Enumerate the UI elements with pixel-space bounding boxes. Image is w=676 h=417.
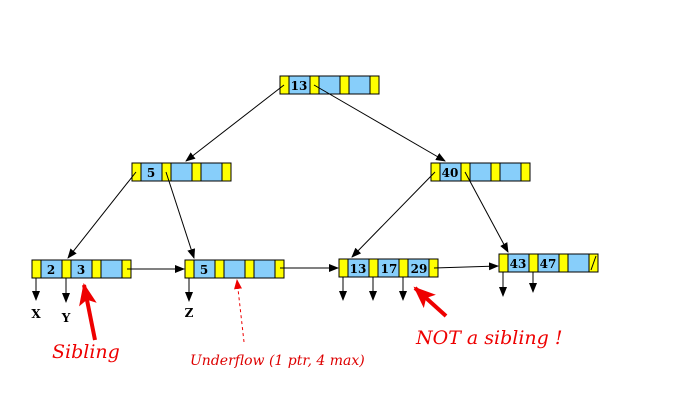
edge-root-to-right	[313, 84, 446, 162]
not-sibling-annotation: NOT a sibling !	[415, 327, 563, 349]
root-node: 13	[279, 75, 380, 95]
sibling-arrow	[79, 283, 97, 341]
not-sibling-arrow	[413, 286, 448, 318]
leaf-3-key-1: 13	[350, 262, 367, 276]
pointer-label-z: Z	[185, 306, 194, 320]
pointer-label-y: Y	[61, 311, 71, 325]
leaf-node-4: 43 47	[498, 253, 599, 273]
underflow-annotation: Underflow (1 ptr, 4 max)	[190, 353, 365, 369]
underflow-arrow	[234, 279, 245, 343]
edge-right-to-leaf-3	[351, 171, 436, 258]
leaf-4-key-2: 47	[540, 257, 557, 271]
leaf-2-key-1: 5	[200, 263, 208, 277]
data-pointers	[32, 272, 537, 303]
edge-left-to-leaf-2	[165, 171, 196, 259]
edge-root-to-left	[185, 84, 285, 162]
internal-node-left: 5	[131, 162, 232, 182]
leaf-3-key-2: 17	[381, 262, 398, 276]
pointer-label-x: X	[31, 307, 41, 321]
leaf-4-key-1: 43	[510, 257, 527, 271]
null-pointer-mark	[590, 255, 597, 271]
internal-node-right: 40	[430, 162, 531, 182]
edge-right-to-leaf-4	[464, 171, 509, 253]
leaf-3-key-3: 29	[411, 262, 428, 276]
leaf-1-key-1: 2	[47, 263, 55, 277]
leaf-chain	[127, 262, 499, 273]
chain-leaf-3-to-4	[433, 262, 499, 271]
leaf-node-2: 5	[184, 259, 285, 279]
tree-edges	[67, 84, 509, 259]
leaf-node-3: 13 17 29	[338, 258, 439, 278]
edge-left-to-leaf-1	[67, 171, 137, 259]
root-key-1: 13	[291, 79, 308, 93]
internal-right-key-1: 40	[442, 166, 459, 180]
sibling-annotation: Sibling	[52, 341, 120, 363]
leaf-node-1: 2 3	[31, 259, 132, 279]
leaf-1-key-2: 3	[77, 263, 85, 277]
internal-left-key-1: 5	[147, 166, 155, 180]
